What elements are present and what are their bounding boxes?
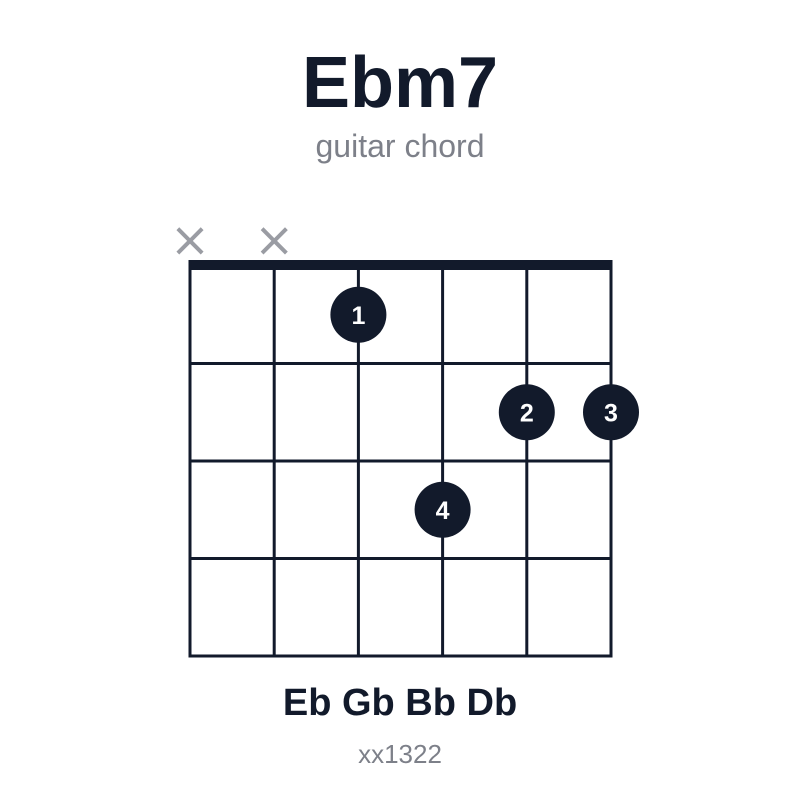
chord-title: Ebm7 [301, 43, 499, 123]
finger-dot [330, 286, 387, 343]
finger-dot [583, 384, 639, 441]
finger-number: 3 [604, 399, 618, 427]
chord-fingering: xx1322 [358, 739, 442, 769]
muted-string-marker: × [170, 212, 210, 268]
finger-number: 1 [351, 302, 365, 330]
finger-number: 4 [436, 497, 450, 525]
finger-number: 2 [520, 399, 534, 427]
chord-notes: Eb Gb Bb Db [282, 682, 518, 724]
finger-dot [414, 481, 471, 538]
finger-dot [498, 384, 555, 441]
muted-string-marker: × [254, 212, 294, 268]
chord-subtitle: guitar chord [315, 128, 485, 164]
nut [188, 260, 613, 270]
